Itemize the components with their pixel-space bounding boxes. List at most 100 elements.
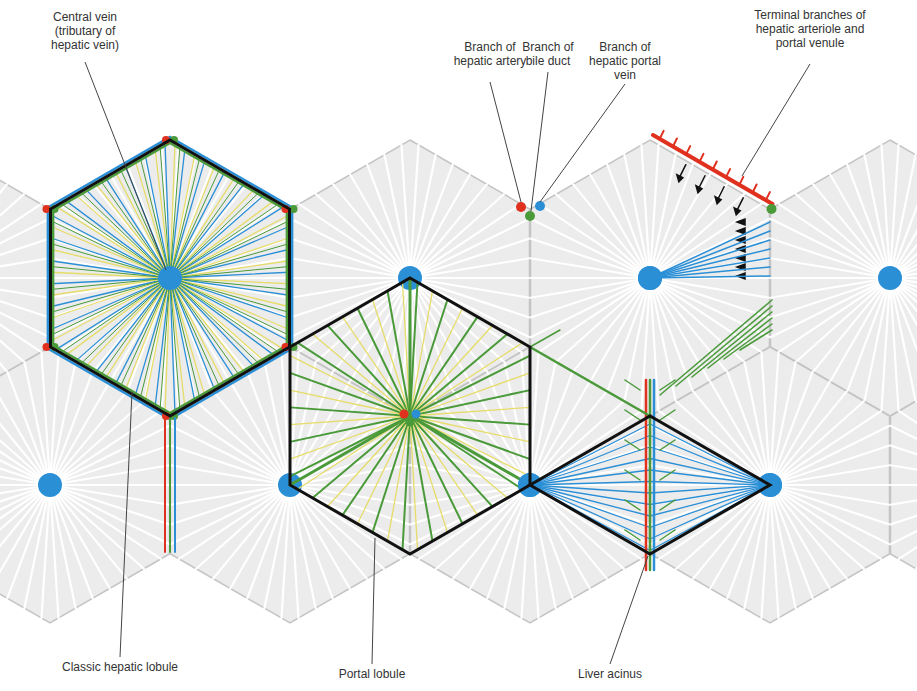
bile-canaliculus xyxy=(60,203,170,278)
leader-line xyxy=(531,72,548,211)
bile-canaliculus xyxy=(692,312,772,377)
sinusoid xyxy=(530,485,650,539)
lobule-layer xyxy=(0,140,917,623)
leader-line xyxy=(540,84,625,202)
sinusoid-pale xyxy=(170,485,290,505)
sinusoid-pale xyxy=(770,278,890,337)
bile-canaliculus xyxy=(170,278,260,364)
sinusoid-pale xyxy=(650,278,761,352)
sinusoid-pale xyxy=(0,278,24,362)
callout-label: Classic hepatic lobule xyxy=(62,660,178,674)
sinusoid-pale xyxy=(170,484,290,486)
bile-canaliculus xyxy=(724,324,772,359)
bile-canaliculus xyxy=(170,238,290,278)
bile-canaliculus xyxy=(740,330,772,350)
sinusoid-pale xyxy=(410,204,521,278)
sinusoid-pale xyxy=(530,485,539,618)
bile-canaliculus xyxy=(358,308,411,416)
sinusoid xyxy=(650,249,770,278)
bile-canaliculus xyxy=(410,390,530,416)
sinusoid-pale xyxy=(50,485,110,589)
sinusoid-pale xyxy=(50,484,170,486)
bile-canaliculus xyxy=(410,416,478,515)
sinusoid-pale xyxy=(0,278,50,298)
bile-ductule xyxy=(53,143,287,413)
sinusoid-pale xyxy=(590,175,650,279)
central-vein xyxy=(878,266,902,290)
bile-canaliculus xyxy=(50,221,170,279)
sinusoid xyxy=(650,436,770,486)
terminal-arteriole xyxy=(653,135,773,204)
bile-canaliculus xyxy=(313,334,411,416)
bile-canaliculus xyxy=(170,278,290,336)
sinusoid-pale xyxy=(530,278,650,337)
bile-canaliculus xyxy=(410,343,523,416)
sinusoid-pale xyxy=(213,485,290,579)
bile-canaliculus xyxy=(100,180,170,278)
bile-canaliculus xyxy=(290,416,410,459)
sinusoid-pale xyxy=(916,485,917,569)
bile-canaliculus xyxy=(80,192,170,278)
sinusoid-pale xyxy=(350,175,410,279)
sinusoid-pale xyxy=(539,278,650,352)
sinusoid-pale xyxy=(50,426,170,485)
sinusoid-pale xyxy=(770,239,890,278)
bile-branchlet xyxy=(625,410,640,420)
sinusoid xyxy=(170,278,175,413)
sinusoid-pale xyxy=(573,278,650,372)
leader-line xyxy=(742,64,810,176)
sinusoid-pale xyxy=(401,145,410,278)
leader-lines xyxy=(85,62,810,664)
bile-canaliculus xyxy=(100,278,170,376)
bile-canaliculus xyxy=(170,278,290,290)
sinusoid-pale xyxy=(410,239,530,278)
bile-canaliculus xyxy=(410,407,530,416)
flow-arrow xyxy=(718,187,724,199)
arrowhead xyxy=(737,228,745,234)
sinusoid-pale xyxy=(890,426,917,485)
sinusoid-pale xyxy=(641,145,650,278)
portal-lobule-outline xyxy=(290,278,530,554)
sinusoid-pale xyxy=(299,204,410,278)
bile-canaliculus xyxy=(170,203,280,278)
bile-canaliculus xyxy=(410,356,530,416)
sinusoid-pale xyxy=(650,239,770,278)
sinusoid-pale xyxy=(41,352,50,485)
sinusoid-pale xyxy=(0,219,50,278)
sinusoid-pale xyxy=(290,277,410,279)
bile-canaliculus xyxy=(50,278,170,290)
sinusoid-pale xyxy=(50,485,127,579)
central-vein xyxy=(38,473,62,497)
sinusoid xyxy=(650,267,770,278)
leader-line xyxy=(372,538,375,664)
central-vein xyxy=(158,266,182,290)
bile-canaliculus xyxy=(140,278,170,399)
sinusoid-pale xyxy=(170,446,290,485)
sinusoid-pale xyxy=(770,446,890,485)
bile-canaliculus xyxy=(50,278,170,318)
sinusoid-pale xyxy=(890,465,917,485)
flow-arrow xyxy=(699,176,705,188)
sinusoid-pale xyxy=(290,239,410,278)
bile-canaliculus xyxy=(60,278,170,353)
sinusoid xyxy=(170,278,290,341)
sinusoid-pale xyxy=(770,485,830,589)
arteriole-twig xyxy=(739,177,743,185)
bile-duct-branch xyxy=(525,211,535,221)
sinusoid xyxy=(75,278,170,361)
bile-branchlet xyxy=(625,470,640,480)
sinusoid-pale xyxy=(530,277,650,279)
sinusoid-pale xyxy=(0,382,50,486)
callout-label: Terminal branches of hepatic arteriole a… xyxy=(740,8,880,50)
bile-ductule xyxy=(409,278,412,416)
sinusoid-pale xyxy=(290,484,410,486)
bile-canaliculus xyxy=(410,317,478,416)
leader-line xyxy=(120,392,132,657)
arteriole-twig xyxy=(699,154,703,162)
leader-line xyxy=(490,82,521,202)
sinusoid-pale xyxy=(650,278,770,317)
bile-branchlet xyxy=(625,500,640,510)
bile-canaliculus xyxy=(708,318,772,368)
callout-label: Branch of hepatic artery xyxy=(450,40,530,68)
